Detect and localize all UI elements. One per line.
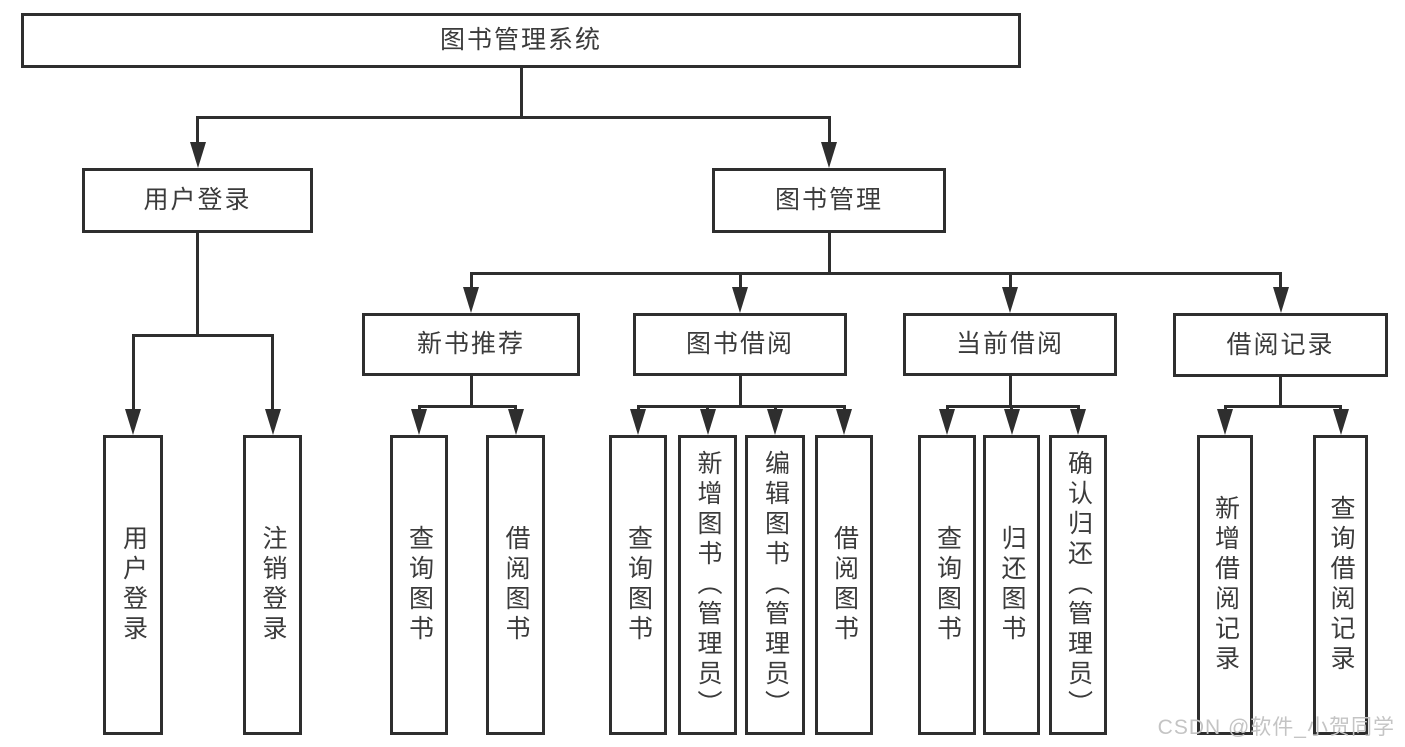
node-label-current-borrowing: 当前借阅 [955, 330, 1064, 359]
arrow-down-icon [1332, 409, 1349, 435]
node-label-leaf-borrow-books-borrowing: 借阅图书 [830, 525, 859, 645]
arrow-down-icon [630, 409, 646, 435]
connector-stem-new-book-recommend [469, 376, 473, 408]
arrow-down-icon [732, 287, 748, 313]
connector-branch-book-management [1279, 273, 1282, 291]
node-leaf-query-books-borrowing: 查询图书 [609, 435, 667, 735]
arrow-down-icon [1272, 287, 1289, 313]
csdn-watermark: CSDN @软件_小贺同学 [1157, 716, 1395, 739]
node-borrowing-records: 借阅记录 [1173, 313, 1388, 377]
node-label-leaf-query-borrowing-record: 查询借阅记录 [1327, 495, 1355, 675]
node-current-borrowing: 当前借阅 [903, 313, 1117, 376]
node-leaf-borrow-books-recommend: 借阅图书 [486, 435, 545, 735]
connector-bar-book-borrowing [636, 404, 846, 408]
node-leaf-query-borrowing-record: 查询借阅记录 [1313, 435, 1368, 735]
arrow-down-icon [1002, 287, 1018, 313]
arrow-down-icon [189, 142, 206, 168]
node-leaf-add-borrowing-record: 新增借阅记录 [1197, 435, 1253, 735]
node-user-login: 用户登录 [82, 168, 313, 233]
connector-branch-root [196, 117, 199, 146]
connector-bar-root [196, 115, 831, 119]
arrow-down-icon [1217, 409, 1233, 435]
arrow-down-icon [411, 409, 427, 435]
connector-bar-user-login [131, 333, 274, 337]
node-label-borrowing-records: 借阅记录 [1226, 330, 1335, 359]
connector-branch-book-management [469, 273, 473, 291]
node-label-user-login: 用户登录 [143, 186, 252, 215]
node-label-leaf-query-books-current: 查询图书 [933, 525, 962, 645]
node-label-leaf-logout: 注销登录 [259, 525, 287, 645]
node-label-leaf-confirm-return-admin: 确认归还（管理员） [1064, 450, 1093, 720]
node-book-borrowing: 图书借阅 [633, 313, 847, 376]
node-leaf-query-books-current: 查询图书 [918, 435, 976, 735]
arrow-down-icon [699, 409, 716, 435]
node-leaf-return-books: 归还图书 [983, 435, 1040, 735]
arrow-down-icon [1070, 409, 1086, 435]
connector-branch-book-management [738, 273, 742, 291]
node-label-leaf-return-books: 归还图书 [998, 525, 1026, 645]
node-leaf-user-login: 用户登录 [103, 435, 163, 735]
connector-stem-book-borrowing [738, 376, 742, 408]
node-label-leaf-query-books-borrowing: 查询图书 [624, 525, 653, 645]
node-label-new-book-recommend: 新书推荐 [416, 330, 525, 359]
node-label-leaf-query-books-recommend: 查询图书 [405, 525, 434, 645]
node-new-book-recommend: 新书推荐 [362, 313, 580, 376]
connector-branch-root [827, 117, 831, 146]
node-root: 图书管理系统 [21, 13, 1021, 68]
connector-branch-user-login [131, 335, 135, 413]
arrow-down-icon [821, 142, 837, 168]
node-book-management: 图书管理 [712, 168, 946, 233]
node-leaf-confirm-return-admin: 确认归还（管理员） [1049, 435, 1107, 735]
arrow-down-icon [836, 409, 852, 435]
arrow-down-icon [264, 409, 281, 435]
connector-bar-new-book-recommend [417, 404, 517, 408]
arrow-down-icon [125, 409, 141, 435]
node-leaf-add-books-admin: 新增图书（管理员） [678, 435, 737, 735]
node-label-book-borrowing: 图书借阅 [685, 330, 794, 359]
node-label-leaf-add-borrowing-record: 新增借阅记录 [1211, 495, 1240, 675]
node-label-book-management: 图书管理 [774, 186, 883, 215]
connector-stem-current-borrowing [1008, 376, 1012, 408]
node-leaf-query-books-recommend: 查询图书 [390, 435, 448, 735]
connector-stem-root [519, 68, 523, 119]
node-leaf-edit-books-admin: 编辑图书（管理员） [745, 435, 805, 735]
node-leaf-borrow-books-borrowing: 借阅图书 [815, 435, 873, 735]
connector-bar-book-management [469, 271, 1282, 275]
arrow-down-icon [463, 287, 479, 313]
connector-branch-user-login [271, 335, 274, 413]
arrow-down-icon [767, 409, 783, 435]
node-label-leaf-user-login: 用户登录 [119, 525, 148, 645]
arrow-down-icon [1003, 409, 1020, 435]
connector-stem-user-login [196, 233, 199, 337]
connector-branch-book-management [1008, 273, 1012, 291]
node-label-root: 图书管理系统 [439, 26, 602, 55]
node-label-leaf-borrow-books-recommend: 借阅图书 [502, 525, 530, 645]
node-label-leaf-add-books-admin: 新增图书（管理员） [694, 450, 722, 720]
node-label-leaf-edit-books-admin: 编辑图书（管理员） [761, 450, 790, 720]
connector-stem-borrowing-records [1279, 377, 1282, 408]
arrow-down-icon [939, 409, 955, 435]
connector-bar-borrowing-records [1223, 404, 1342, 408]
connector-stem-book-management [827, 233, 831, 275]
node-leaf-logout: 注销登录 [243, 435, 302, 735]
arrow-down-icon [507, 409, 524, 435]
